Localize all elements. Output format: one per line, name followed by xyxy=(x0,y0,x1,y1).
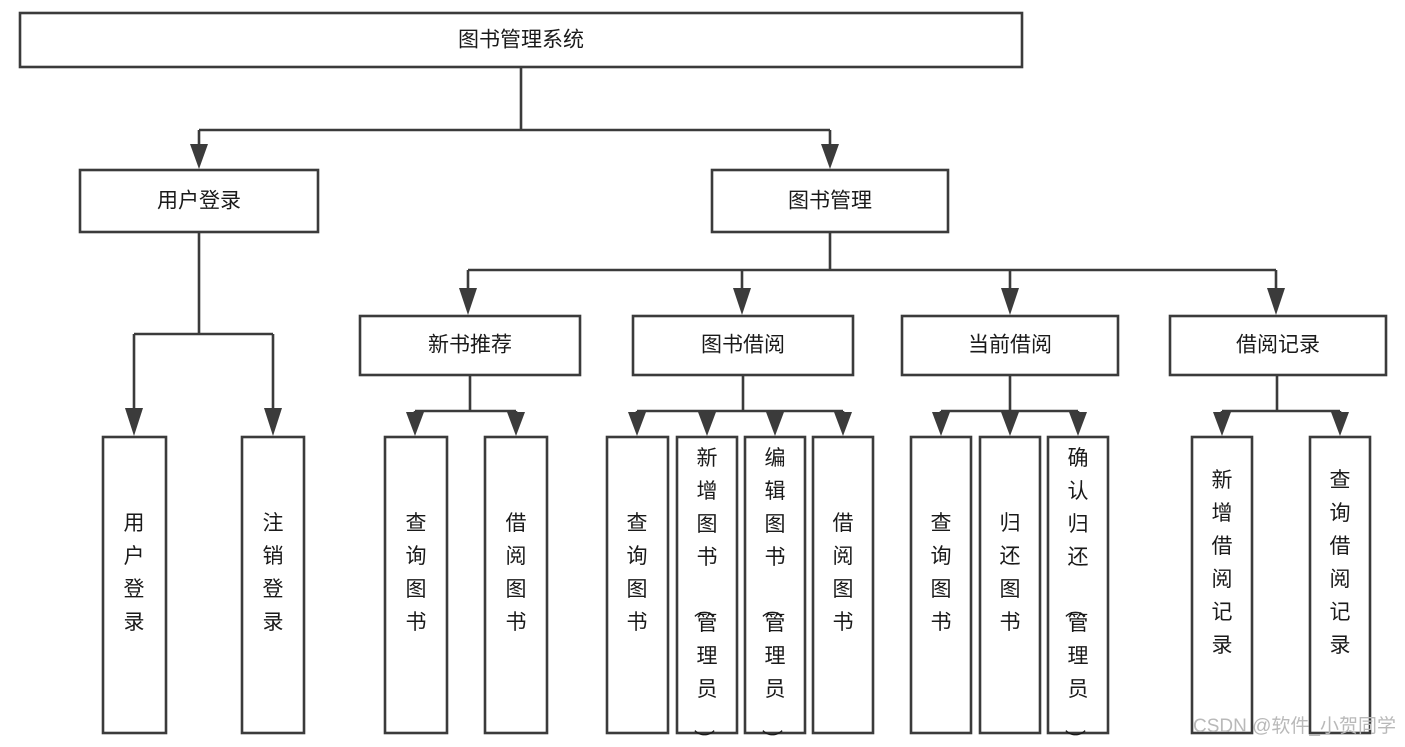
node-leaf-query-book-borrow-box[interactable] xyxy=(605,435,670,735)
node-leaf-query-book-current-box[interactable] xyxy=(909,435,973,735)
node-leaf-user-login-box[interactable] xyxy=(101,435,168,735)
arrowhead-userlogin-1 xyxy=(264,408,282,436)
node-current-borrow-box[interactable] xyxy=(900,314,1120,377)
arrowhead-bookmanage-2 xyxy=(1001,288,1019,315)
node-new-book-recommend-label: 新书推荐 xyxy=(428,334,512,357)
node-leaf-query-book-recommend[interactable]: 查询图书 xyxy=(383,435,449,735)
node-leaf-query-book-current-label: 查询图书 xyxy=(931,512,952,634)
node-new-book-recommend-box[interactable] xyxy=(358,314,582,377)
node-book-borrow-label: 图书借阅 xyxy=(701,334,785,357)
node-book-borrow-box[interactable] xyxy=(631,314,855,377)
arrowhead-currentborrow-1 xyxy=(1001,412,1019,436)
node-borrow-record-box[interactable] xyxy=(1168,314,1388,377)
arrowhead-bookmanage-0 xyxy=(459,288,477,315)
arrowhead-currentborrow-0 xyxy=(932,412,950,436)
arrowhead-bookborrow-0 xyxy=(628,412,646,436)
node-leaf-borrow-book[interactable]: 借阅图书 xyxy=(811,435,875,735)
node-new-book-recommend[interactable]: 新书推荐 xyxy=(358,314,582,377)
connector-group-book-borrow xyxy=(628,375,852,436)
connector-group-new-book xyxy=(406,375,525,436)
node-leaf-user-login-label: 用户登录 xyxy=(124,512,145,634)
node-book-manage-box[interactable] xyxy=(710,168,950,234)
node-leaf-query-book-borrow-label: 查询图书 xyxy=(627,512,648,634)
node-root-box[interactable] xyxy=(18,11,1024,69)
node-leaf-logout-box[interactable] xyxy=(240,435,306,735)
node-leaf-user-login[interactable]: 用户登录 xyxy=(101,435,168,735)
arrowhead-root-to-l2-1 xyxy=(821,144,839,169)
node-book-manage-label: 图书管理 xyxy=(788,190,872,213)
node-leaf-add-book[interactable]: 新增图书（管理员） xyxy=(675,435,739,747)
arrowhead-currentborrow-2 xyxy=(1069,412,1087,436)
node-leaf-add-borrow-record-box[interactable] xyxy=(1190,435,1254,735)
node-current-borrow-label: 当前借阅 xyxy=(968,334,1052,357)
node-leaf-query-book-current[interactable]: 查询图书 xyxy=(909,435,973,735)
node-leaf-add-book-label: 新增图书（管理员） xyxy=(692,447,718,747)
node-root[interactable]: 图书管理系统 xyxy=(18,11,1024,69)
node-book-borrow[interactable]: 图书借阅 xyxy=(631,314,855,377)
node-leaf-borrow-book-box[interactable] xyxy=(811,435,875,735)
node-leaf-query-borrow-record[interactable]: 查询借阅记录 xyxy=(1308,435,1372,735)
csdn-watermark: CSDN @软件_小贺同学 xyxy=(1193,715,1396,737)
connector-group-user-login xyxy=(125,232,282,436)
connector-group-borrow-record xyxy=(1213,375,1349,436)
node-leaf-borrow-book-label: 借阅图书 xyxy=(833,512,854,634)
arrowhead-userlogin-0 xyxy=(125,408,143,436)
arrowhead-root-to-l2-0 xyxy=(190,144,208,169)
node-leaf-edit-book-box[interactable] xyxy=(743,435,807,735)
arrowhead-borrowrecord-0 xyxy=(1213,412,1231,436)
node-leaf-add-book-box[interactable] xyxy=(675,435,739,735)
connector-group-book-manage xyxy=(459,232,1285,315)
node-user-login-label: 用户登录 xyxy=(157,190,241,213)
node-leaf-query-borrow-record-box[interactable] xyxy=(1308,435,1372,735)
node-leaf-confirm-return-label: 确认归还（管理员） xyxy=(1063,447,1089,747)
node-leaf-logout-label: 注销登录 xyxy=(263,512,284,634)
arrowhead-newbook-1 xyxy=(507,412,525,436)
node-leaf-logout[interactable]: 注销登录 xyxy=(240,435,306,735)
node-leaf-confirm-return-box[interactable] xyxy=(1046,435,1110,735)
node-leaf-edit-book-label: 编辑图书（管理员） xyxy=(760,447,786,747)
arrowhead-bookmanage-3 xyxy=(1267,288,1285,315)
arrowhead-bookborrow-3 xyxy=(834,412,852,436)
arrowhead-bookborrow-2 xyxy=(766,412,784,436)
node-borrow-record-label: 借阅记录 xyxy=(1236,334,1320,357)
arrowhead-bookmanage-1 xyxy=(733,288,751,315)
connector-group-current-borrow xyxy=(932,375,1087,436)
arrowhead-borrowrecord-1 xyxy=(1331,412,1349,436)
arrowhead-newbook-0 xyxy=(406,412,424,436)
node-leaf-return-book[interactable]: 归还图书 xyxy=(978,435,1042,735)
node-user-login[interactable]: 用户登录 xyxy=(78,168,320,234)
node-leaf-borrow-book-recommend-box[interactable] xyxy=(483,435,549,735)
node-leaf-query-borrow-record-label: 查询借阅记录 xyxy=(1330,469,1351,657)
node-leaf-confirm-return[interactable]: 确认归还（管理员） xyxy=(1046,435,1110,747)
node-user-login-box[interactable] xyxy=(78,168,320,234)
node-leaf-query-book-recommend-box[interactable] xyxy=(383,435,449,735)
node-leaf-edit-book[interactable]: 编辑图书（管理员） xyxy=(743,435,807,747)
connector-group-root xyxy=(190,67,839,169)
node-leaf-return-book-box[interactable] xyxy=(978,435,1042,735)
node-borrow-record[interactable]: 借阅记录 xyxy=(1168,314,1388,377)
node-current-borrow[interactable]: 当前借阅 xyxy=(900,314,1120,377)
node-leaf-query-book-borrow[interactable]: 查询图书 xyxy=(605,435,670,735)
node-leaf-query-book-recommend-label: 查询图书 xyxy=(406,512,427,634)
node-root-label: 图书管理系统 xyxy=(458,29,584,52)
arrowhead-bookborrow-1 xyxy=(698,412,716,436)
node-leaf-return-book-label: 归还图书 xyxy=(1000,512,1021,634)
node-leaf-add-borrow-record-label: 新增借阅记录 xyxy=(1212,469,1233,657)
node-leaf-borrow-book-recommend-label: 借阅图书 xyxy=(506,512,527,634)
node-leaf-borrow-book-recommend[interactable]: 借阅图书 xyxy=(483,435,549,735)
node-leaf-add-borrow-record[interactable]: 新增借阅记录 xyxy=(1190,435,1254,735)
node-book-manage[interactable]: 图书管理 xyxy=(710,168,950,234)
